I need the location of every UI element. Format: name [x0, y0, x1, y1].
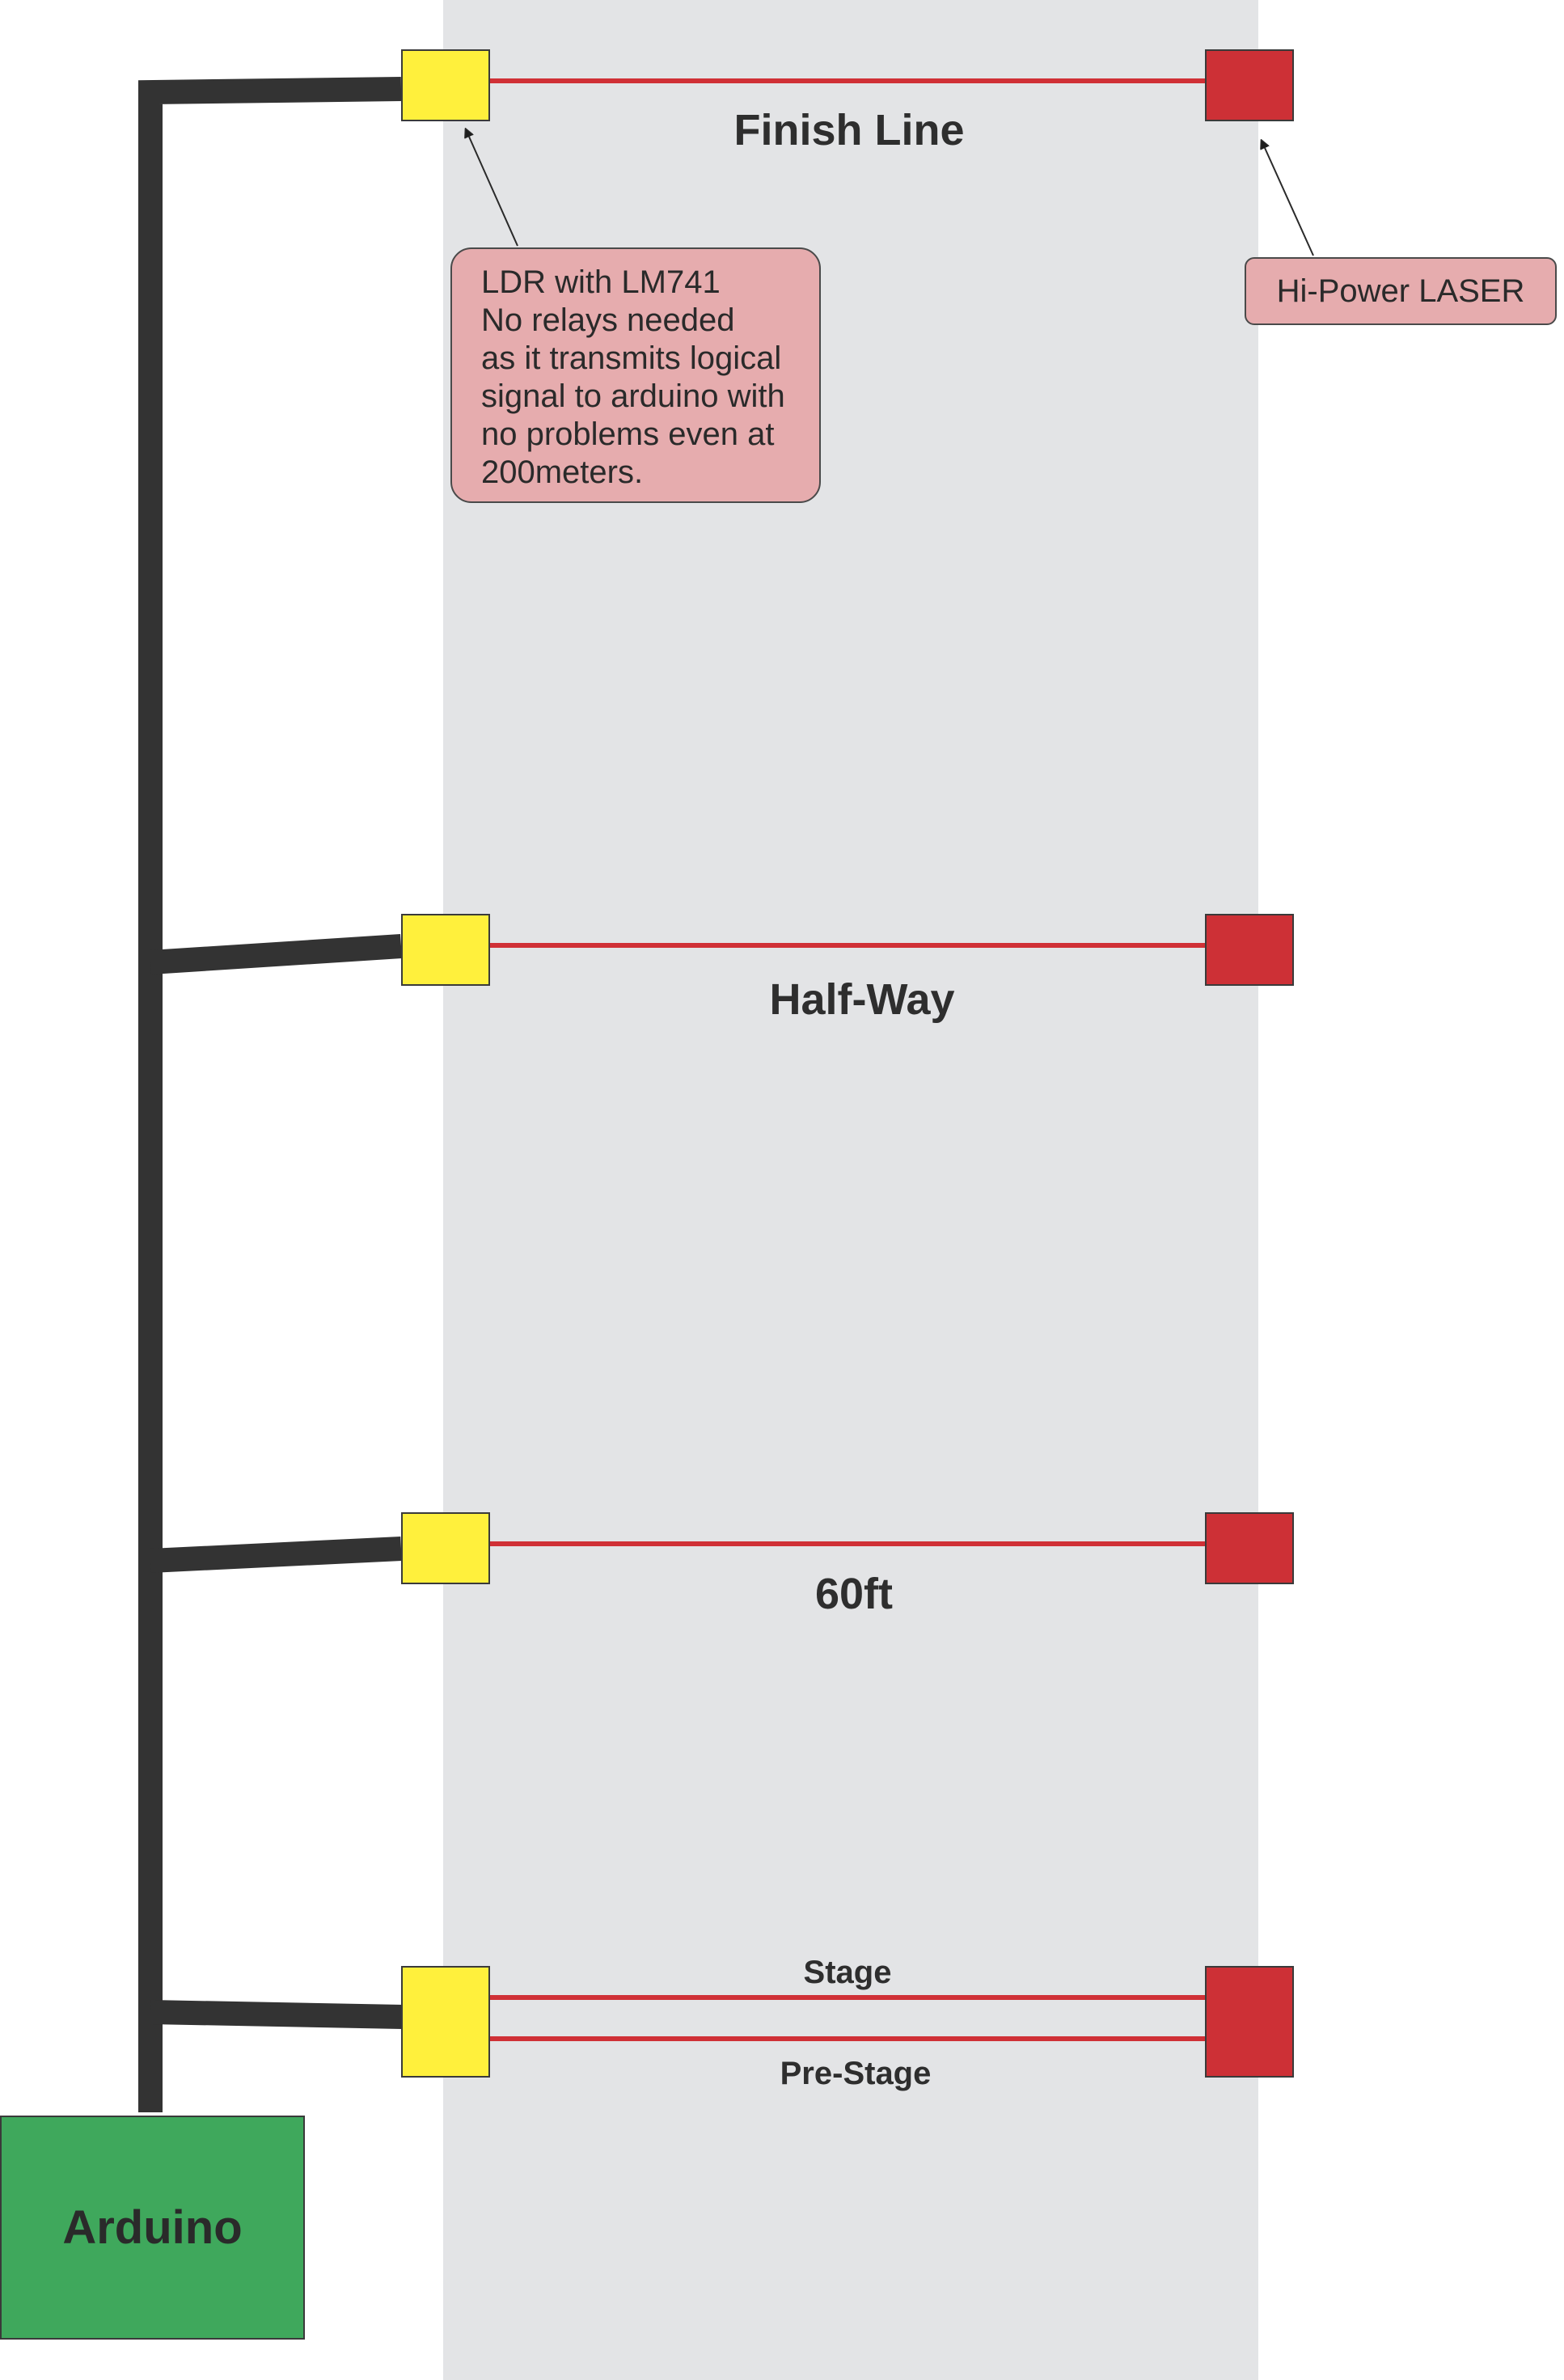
laser-callout-arrow [1262, 141, 1314, 256]
arduino-board: Arduino [0, 2116, 305, 2340]
laser-beam-halfway [488, 943, 1207, 948]
laser-beam-stage [488, 1995, 1207, 2000]
laser-emitter-finish [1205, 49, 1294, 121]
branch-cable-halfway [150, 934, 402, 974]
ldr-callout-line: LDR with LM741 [481, 264, 721, 300]
main-bus-cable [138, 77, 402, 2112]
gate-label-finish: Finish Line [733, 106, 965, 154]
ldr-callout-line: No relays needed [481, 302, 735, 338]
laser-beam-finish [488, 78, 1207, 83]
ldr-sensor-finish [401, 49, 490, 121]
arduino-label: Arduino [62, 2201, 243, 2254]
ldr-callout: LDR with LM741 No relays needed as it tr… [450, 247, 821, 503]
laser-beam-60ft [488, 1541, 1207, 1546]
ldr-callout-line: no problems even at [481, 416, 775, 452]
gate-label-halfway: Half-Way [769, 975, 955, 1024]
gate-label-60ft: 60ft [814, 1570, 894, 1618]
laser-callout-text: Hi-Power LASER [1276, 273, 1525, 309]
gate-label-stage: Stage [803, 1955, 892, 1990]
branch-cable-60ft [150, 1537, 402, 1573]
laser-emitter-60ft [1205, 1512, 1294, 1584]
ldr-sensor-60ft [401, 1512, 490, 1584]
laser-emitter-halfway [1205, 914, 1294, 986]
ldr-callout-line: signal to arduino with [481, 378, 785, 414]
ldr-sensor-halfway [401, 914, 490, 986]
ldr-callout-line: 200meters. [481, 454, 644, 490]
gate-label-prestage: Pre-Stage [780, 2056, 932, 2091]
ldr-sensor-stage [401, 1966, 490, 2078]
laser-emitter-stage [1205, 1966, 1294, 2078]
ldr-callout-line: as it transmits logical [481, 340, 782, 376]
branch-cable-stage [150, 2000, 404, 2029]
laser-beam-prestage [488, 2036, 1207, 2041]
ldr-callout-arrow [466, 129, 518, 247]
laser-callout: Hi-Power LASER [1245, 257, 1557, 325]
